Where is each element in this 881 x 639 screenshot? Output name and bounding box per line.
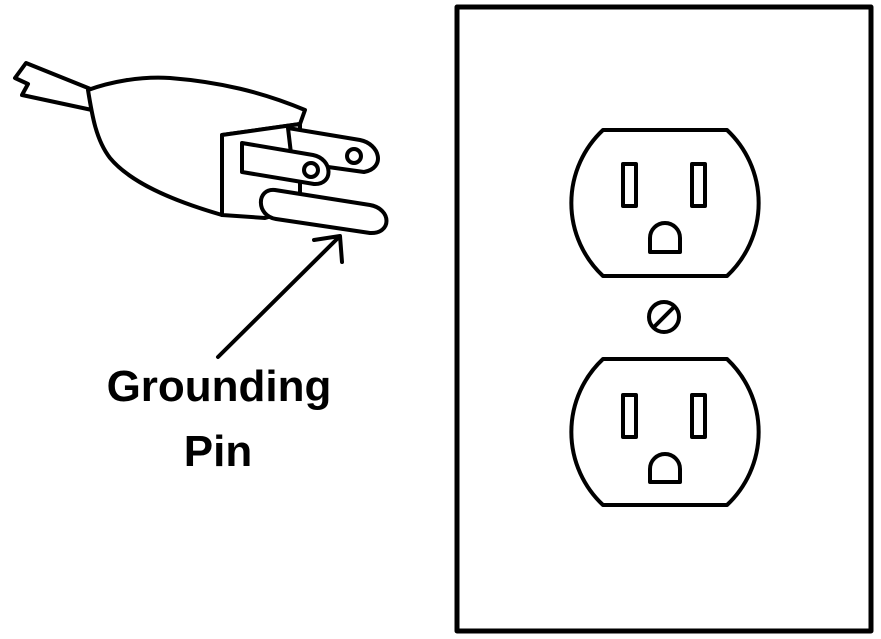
receptacle-bottom (569, 357, 761, 507)
plug-prong-bottom-hole (302, 161, 320, 179)
receptacle-bottom-slot-left (621, 393, 638, 439)
receptacle-bottom-ground-hole (648, 452, 682, 484)
receptacle-top-slot-right (690, 162, 707, 208)
arrow-icon (216, 234, 344, 359)
receptacle-top-ground-hole (648, 221, 682, 254)
label-line-1: Grounding (107, 362, 332, 411)
receptacle-bottom-outline (569, 357, 761, 507)
grounding-pin (259, 187, 389, 236)
screw-slot (652, 305, 676, 329)
plug-prong-top-hole (345, 147, 363, 165)
plug-cord (13, 61, 100, 112)
arrow-head (312, 234, 344, 264)
receptacle-top-slot-left (621, 162, 638, 208)
screw-icon (647, 300, 681, 334)
three-prong-plug-icon (13, 61, 389, 236)
receptacle-top-outline (569, 128, 761, 278)
label-line-2: Pin (184, 427, 252, 476)
receptacle-top (569, 128, 761, 278)
receptacle-bottom-slot-right (690, 393, 707, 439)
duplex-outlet-icon (454, 4, 874, 634)
arrow-shaft (216, 236, 340, 359)
